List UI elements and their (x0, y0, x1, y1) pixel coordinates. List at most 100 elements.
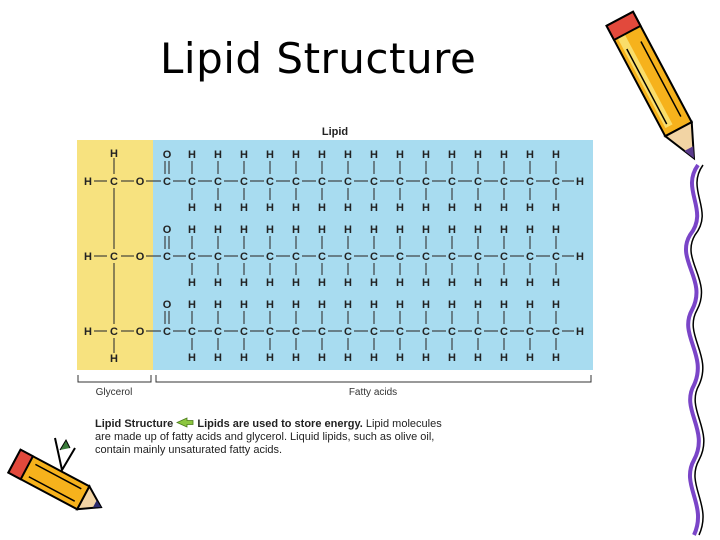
atom-h: H (84, 251, 92, 263)
atom-h: H (266, 277, 274, 289)
atom-h: H (240, 352, 248, 364)
atom-h: H (188, 202, 196, 214)
atom-c: C (526, 176, 534, 188)
atom-c: C (214, 251, 222, 263)
atom-h: H (318, 352, 326, 364)
atom-h: H (292, 352, 300, 364)
atom-h: H (576, 176, 584, 188)
atom-h: H (448, 352, 456, 364)
atom-h: H (526, 352, 534, 364)
atom-c: C (500, 251, 508, 263)
atom-h: H (266, 149, 274, 161)
fatty-acid-panel (153, 140, 593, 370)
atom-h: H (500, 149, 508, 161)
atom-c: C (500, 176, 508, 188)
atom-h: H (214, 352, 222, 364)
atom-c: C (474, 176, 482, 188)
atom-c: C (163, 251, 171, 263)
atom-c: C (344, 251, 352, 263)
atom-h: H (422, 224, 430, 236)
caption-line3: contain mainly unsaturated fatty acids. (95, 444, 283, 456)
atom-h: H (552, 224, 560, 236)
atom-h: H (292, 224, 300, 236)
atom-h: H (188, 224, 196, 236)
atom-c: C (344, 326, 352, 338)
atom-h: H (552, 149, 560, 161)
atom-c: C (396, 176, 404, 188)
atom-h: H (396, 352, 404, 364)
atom-h: H (84, 176, 92, 188)
atom-h: H (500, 299, 508, 311)
atom-h: H (240, 224, 248, 236)
diagram-header: Lipid (322, 126, 348, 138)
atom-h: H (214, 202, 222, 214)
atom-c: C (422, 251, 430, 263)
atom-h: H (240, 299, 248, 311)
caption-heading: Lipid Structure (95, 418, 174, 430)
atom-h: H (500, 202, 508, 214)
atom-c: C (526, 251, 534, 263)
atom-h: H (318, 149, 326, 161)
atom-c: C (500, 326, 508, 338)
atom-h: H (84, 326, 92, 338)
atom-h: H (188, 149, 196, 161)
atom-c: C (266, 251, 274, 263)
atom-h: H (266, 299, 274, 311)
atom-c: C (318, 176, 326, 188)
atom-h: H (552, 352, 560, 364)
atom-c: C (240, 326, 248, 338)
atom-c: C (370, 176, 378, 188)
atom-h: H (370, 299, 378, 311)
atom-c: C (448, 326, 456, 338)
atom-h: H (474, 202, 482, 214)
atom-h: H (214, 149, 222, 161)
atom-c: C (370, 251, 378, 263)
atom-c: C (448, 176, 456, 188)
atom-h: H (500, 224, 508, 236)
caption-line1: Lipid molecules (365, 418, 442, 430)
atom-h: H (292, 299, 300, 311)
atom-c: C (214, 326, 222, 338)
atom-h: H (474, 299, 482, 311)
fatty-acids-label: Fatty acids (349, 387, 397, 398)
atom-h: H (370, 224, 378, 236)
atom-c: C (214, 176, 222, 188)
atom-h: H (370, 149, 378, 161)
atom-c: C (552, 251, 560, 263)
atom-h: H (448, 202, 456, 214)
atom-h: H (576, 251, 584, 263)
atom-o: O (136, 176, 145, 188)
atom-c: C (396, 251, 404, 263)
atom-h: H (318, 299, 326, 311)
atom-h: H (396, 299, 404, 311)
atom-o: O (136, 251, 145, 263)
pencil-icon (605, 10, 696, 161)
atom-h: H (292, 202, 300, 214)
atom-h: H (318, 202, 326, 214)
atom-h: H (344, 352, 352, 364)
atom-h: H (188, 277, 196, 289)
arrow-icon (176, 417, 194, 428)
atom-h: H (500, 277, 508, 289)
atom-h: H (448, 224, 456, 236)
caption-lead: Lipids are used to store energy. (197, 418, 363, 430)
atom-c: C (110, 251, 118, 263)
atom-h: H (396, 202, 404, 214)
bond-lines (94, 158, 574, 353)
atom-c: C (370, 326, 378, 338)
atom-h: H (552, 277, 560, 289)
atom-c: C (266, 326, 274, 338)
atom-c: C (474, 251, 482, 263)
atom-h: H (266, 224, 274, 236)
atom-c: C (448, 251, 456, 263)
atom-h: H (344, 202, 352, 214)
slide-title: Lipid Structure (160, 34, 477, 83)
atom-h: H (552, 299, 560, 311)
atom-h: H (448, 299, 456, 311)
atom-h: H (240, 149, 248, 161)
atom-c: C (163, 326, 171, 338)
atom-h: H (422, 149, 430, 161)
atom-h: H (318, 224, 326, 236)
atom-h: H (214, 277, 222, 289)
atom-h: H (370, 352, 378, 364)
